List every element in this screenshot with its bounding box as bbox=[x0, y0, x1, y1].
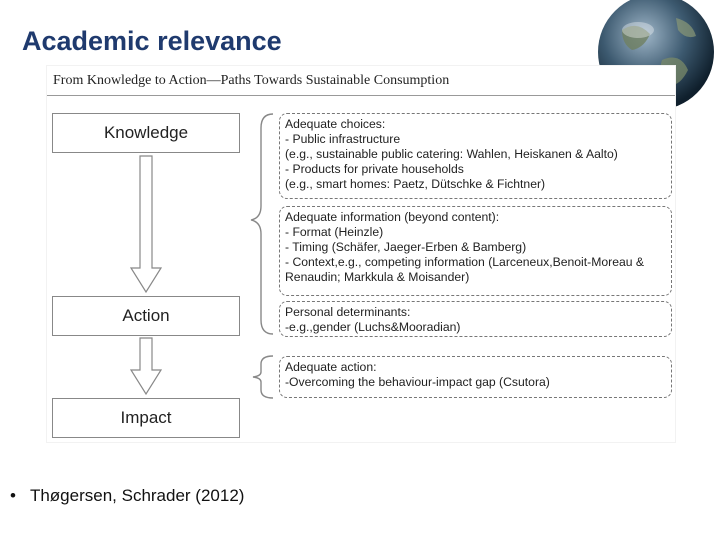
box-line: Adequate choices: bbox=[285, 117, 386, 131]
slide-title: Academic relevance bbox=[22, 26, 282, 56]
box-adequate-information: Adequate information (beyond content): -… bbox=[279, 206, 672, 296]
arrow-action-to-impact bbox=[129, 337, 163, 396]
stage-impact: Impact bbox=[52, 398, 240, 438]
stage-action: Action bbox=[52, 296, 240, 336]
box-line: - Public infrastructure bbox=[285, 132, 401, 146]
box-personal-determinants: Personal determinants: -e.g.,gender (Luc… bbox=[279, 301, 672, 337]
box-line: Adequate action: bbox=[285, 360, 377, 374]
diagram-connectors bbox=[129, 113, 274, 399]
brace-action-impact bbox=[252, 355, 274, 399]
figure: From Knowledge to Action—Paths Towards S… bbox=[47, 66, 675, 442]
box-line: -Overcoming the behaviour-impact gap (Cs… bbox=[285, 375, 550, 389]
box-line: - Products for private households bbox=[285, 162, 464, 176]
reference-bullet: • Thøgersen, Schrader (2012) bbox=[10, 486, 244, 506]
box-adequate-action: Adequate action: -Overcoming the behavio… bbox=[279, 356, 672, 398]
figure-title-rule bbox=[47, 95, 675, 96]
brace-knowledge-action bbox=[250, 113, 274, 335]
box-line: Renaudin; Markkula & Moisander) bbox=[285, 270, 470, 284]
box-line: (e.g., smart homes: Paetz, Dütschke & Fi… bbox=[285, 177, 546, 191]
figure-title: From Knowledge to Action—Paths Towards S… bbox=[53, 73, 450, 88]
stage-knowledge: Knowledge bbox=[52, 113, 240, 153]
box-line: Personal determinants: bbox=[285, 305, 411, 319]
box-line: - Timing (Schäfer, Jaeger-Erben & Bamber… bbox=[285, 240, 527, 254]
box-line: - Context,e.g., competing information (L… bbox=[285, 255, 645, 269]
bullet-marker: • bbox=[10, 486, 16, 505]
box-line: Adequate information (beyond content): bbox=[285, 210, 500, 224]
reference-text: Thøgersen, Schrader (2012) bbox=[29, 486, 245, 505]
arrow-knowledge-to-action bbox=[129, 155, 163, 294]
box-adequate-choices: Adequate choices: - Public infrastructur… bbox=[279, 113, 672, 199]
box-line: -e.g.,gender (Luchs&Mooradian) bbox=[285, 320, 461, 334]
box-line: (e.g., sustainable public catering: Wahl… bbox=[285, 147, 618, 161]
box-line: - Format (Heinzle) bbox=[285, 225, 384, 239]
